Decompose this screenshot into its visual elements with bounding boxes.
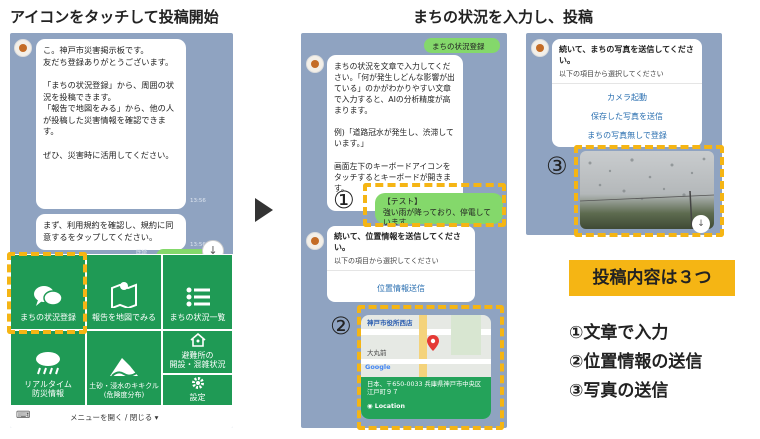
menu-view-map[interactable]: 報告を地図でみる xyxy=(86,254,162,330)
photo-prompt-sub: 以下の項目から選択してください xyxy=(559,69,664,78)
welcome-message: こ。神戸市災害掲示板です。 友だち登録ありがとうございます。 「まちの状況登録」… xyxy=(36,39,186,209)
rain-photo[interactable] xyxy=(580,151,714,229)
menu-toggle[interactable]: メニューを開く / 閉じる ▾ xyxy=(70,413,159,422)
send-location-button[interactable]: 位置情報送信 xyxy=(377,283,425,293)
message-time: 13:56 xyxy=(190,198,206,204)
menu-label: リアルタイム 防災情報 xyxy=(24,379,72,399)
raindrops-image xyxy=(580,157,714,229)
download-button[interactable]: ↓ xyxy=(692,215,710,233)
location-label-text: Location xyxy=(374,403,405,411)
location-prompt-sub: 以下の項目から選択してください xyxy=(334,256,439,265)
summary-item-3: ③写真の送信 xyxy=(569,381,669,401)
camera-button[interactable]: カメラ起動 xyxy=(607,92,647,102)
map-pin-icon xyxy=(111,282,137,308)
photo-prompt-card: 続いて、まちの写真を送信してください。 以下の項目から選択してください カメラ起… xyxy=(552,39,702,147)
test-message: 【テスト】 強い雨が降っており、停電しています xyxy=(375,193,503,227)
menu-label: 土砂・浸水のキキクル (危険度分布) xyxy=(89,382,159,399)
register-without-photo-button[interactable]: まちの写真無しで登録 xyxy=(587,130,667,140)
map-address: 日本、〒650-0033 兵庫県神戸市中央区江戸町９７ xyxy=(367,381,482,397)
map-marker-icon xyxy=(427,335,439,351)
phone-screen-input: まちの状況登録 まちの状況を文章で入力してください。「何が発生しどんな影響が出て… xyxy=(301,33,507,428)
menu-shelter[interactable]: 避難所の 開設・混雑状況 xyxy=(162,330,233,374)
message-time-2: 13:56 xyxy=(190,242,206,248)
menu-label: 報告を地図でみる xyxy=(92,313,156,322)
terms-message: まず、利用規約を確認し、規約に同意するをタップしてください。 xyxy=(36,214,186,250)
menu-label: 避難所の 開設・混雑状況 xyxy=(169,350,226,370)
phone-screen-menu: こ。神戸市災害掲示板です。 友だち登録ありがとうございます。 「まちの状況登録」… xyxy=(10,33,233,428)
shelter-icon xyxy=(189,332,206,347)
highlight-location xyxy=(357,305,504,430)
menu-kikikuru[interactable]: 土砂・浸水のキキクル (危険度分布) xyxy=(86,330,162,406)
send-saved-photo-button[interactable]: 保存した写真を送信 xyxy=(591,111,663,121)
menu-status-list[interactable]: まちの状況一覧 xyxy=(162,254,233,330)
map-brand: Google xyxy=(365,363,391,371)
highlight-photo xyxy=(574,145,724,237)
menu-realtime-info[interactable]: リアルタイム 防災情報 xyxy=(10,330,86,406)
marker-3: ③ xyxy=(546,152,568,180)
bot-avatar xyxy=(14,39,32,57)
map-place-label: 神戸市役所西店 xyxy=(367,319,413,327)
photo-prompt-title: 続いて、まちの写真を送信してください。 xyxy=(559,45,694,65)
bot-avatar xyxy=(531,39,549,57)
summary-item-2: ②位置情報の送信 xyxy=(569,352,703,372)
gear-icon xyxy=(191,377,204,389)
location-prompt-card: 続いて、位置情報を送信してください。 以下の項目から選択してください 位置情報送… xyxy=(327,226,475,302)
location-prompt-title: 続いて、位置情報を送信してください。 xyxy=(334,232,461,252)
menu-label: まちの状況登録 xyxy=(20,313,76,322)
summary-item-1: ①文章で入力 xyxy=(569,323,669,343)
summary-title: 投稿内容は３つ xyxy=(569,260,735,296)
register-badge: まちの状況登録 xyxy=(424,38,500,53)
highlight-text-input xyxy=(363,183,506,227)
list-icon xyxy=(186,287,210,307)
location-label: ◉ Location xyxy=(367,403,405,411)
menu-settings[interactable]: 設定 xyxy=(162,374,233,406)
marker-2: ② xyxy=(330,312,352,340)
bot-avatar xyxy=(306,232,324,250)
location-map-card[interactable]: 神戸市役所西店 大丸前 Google 日本、〒650-0033 兵庫県神戸市中央… xyxy=(361,315,491,419)
rain-cloud-icon xyxy=(36,351,60,375)
menu-footer: ⌨ メニューを開く / 閉じる ▾ xyxy=(10,406,233,428)
location-info-bar: 日本、〒650-0033 兵庫県神戸市中央区江戸町９７ ◉ Location xyxy=(361,377,491,419)
landslide-icon xyxy=(110,358,139,377)
map-area-label: 大丸前 xyxy=(367,349,387,357)
right-header: まちの状況を入力し、投稿 xyxy=(413,8,594,26)
phone-screen-photo: 続いて、まちの写真を送信してください。 以下の項目から選択してください カメラ起… xyxy=(526,33,722,235)
highlight-menu-button xyxy=(7,252,87,334)
menu-label: まちの状況一覧 xyxy=(169,313,226,322)
bot-avatar xyxy=(306,55,324,73)
marker-1: ① xyxy=(333,186,355,214)
menu-label: 設定 xyxy=(189,393,206,402)
left-header: アイコンをタッチして投稿開始 xyxy=(10,8,219,26)
read-label: 既読 xyxy=(136,250,148,256)
arrow-right-icon xyxy=(255,198,273,222)
chat-bubbles-icon xyxy=(34,286,63,306)
keyboard-icon[interactable]: ⌨ xyxy=(16,410,31,421)
